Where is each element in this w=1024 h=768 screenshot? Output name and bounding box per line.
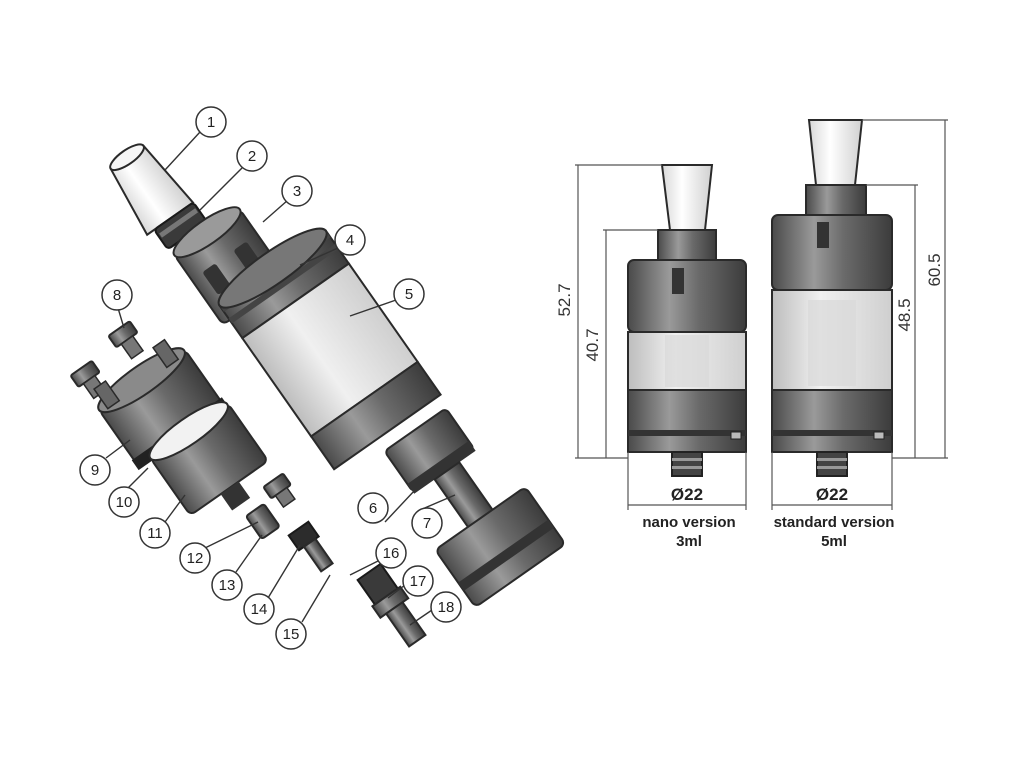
svg-text:1: 1 <box>207 114 215 131</box>
callout-6: 6 <box>357 492 389 524</box>
svg-text:17: 17 <box>410 573 427 590</box>
svg-text:14: 14 <box>251 601 268 618</box>
standard-version-drawing <box>771 119 893 477</box>
svg-text:13: 13 <box>219 577 236 594</box>
callout-12: 12 <box>179 542 211 574</box>
part-screw-12 <box>263 473 296 509</box>
dim-nano-diameter: Ø22 <box>671 485 703 504</box>
svg-text:2: 2 <box>248 148 256 165</box>
part-screw-8 <box>108 320 145 360</box>
svg-text:12: 12 <box>187 550 204 567</box>
version-captions: nano version 3ml standard version 5ml <box>642 514 894 550</box>
callout-5: 5 <box>393 278 425 310</box>
dimension-lines <box>575 119 948 510</box>
callout-7: 7 <box>411 507 443 539</box>
dim-standard-body: 48.5 <box>895 298 914 331</box>
svg-text:7: 7 <box>423 515 431 532</box>
part-drip-tip <box>109 143 195 237</box>
svg-text:16: 16 <box>383 545 400 562</box>
callout-1: 1 <box>195 106 227 138</box>
callout-18: 18 <box>430 591 462 623</box>
svg-text:10: 10 <box>116 494 133 511</box>
callout-15: 15 <box>275 618 307 650</box>
nano-version-drawing <box>627 164 747 477</box>
callout-17: 17 <box>402 565 434 597</box>
caption-standard-capacity: 5ml <box>821 533 847 550</box>
callout-2: 2 <box>236 140 268 172</box>
callout-14: 14 <box>243 593 275 625</box>
svg-text:18: 18 <box>438 599 455 616</box>
dim-standard-total: 60.5 <box>925 253 944 286</box>
callout-8: 8 <box>101 279 133 311</box>
callout-13: 13 <box>211 569 243 601</box>
svg-text:15: 15 <box>283 626 300 643</box>
callout-leaders <box>105 131 456 626</box>
svg-text:6: 6 <box>369 500 377 517</box>
dim-standard-diameter: Ø22 <box>816 485 848 504</box>
callout-3: 3 <box>281 175 313 207</box>
svg-text:3: 3 <box>293 183 301 200</box>
svg-text:5: 5 <box>405 286 413 303</box>
part-14-15 <box>287 520 335 573</box>
caption-standard-name: standard version <box>774 514 895 531</box>
caption-nano-name: nano version <box>642 514 735 531</box>
svg-text:11: 11 <box>147 525 163 542</box>
exploded-view <box>70 143 565 648</box>
dim-nano-total: 52.7 <box>555 283 574 316</box>
callout-10: 10 <box>108 486 140 518</box>
part-tank-section <box>217 227 442 471</box>
part-airflow-ring <box>148 401 267 515</box>
dimension-labels: 52.7 40.7 48.5 60.5 Ø22 Ø22 <box>555 253 944 504</box>
part-chimney-base <box>385 409 565 606</box>
callout-4: 4 <box>334 224 366 256</box>
svg-text:4: 4 <box>346 232 354 249</box>
caption-nano-capacity: 3ml <box>676 533 702 550</box>
svg-text:8: 8 <box>113 287 121 304</box>
part-16-18 <box>356 562 427 648</box>
dim-nano-body: 40.7 <box>583 328 602 361</box>
callout-9: 9 <box>79 454 111 486</box>
part-13 <box>245 503 280 540</box>
callout-11: 11 <box>139 517 171 549</box>
callout-16: 16 <box>375 537 407 569</box>
callout-circles: 1 2 3 4 5 6 7 8 <box>79 106 462 650</box>
svg-text:9: 9 <box>91 462 99 479</box>
